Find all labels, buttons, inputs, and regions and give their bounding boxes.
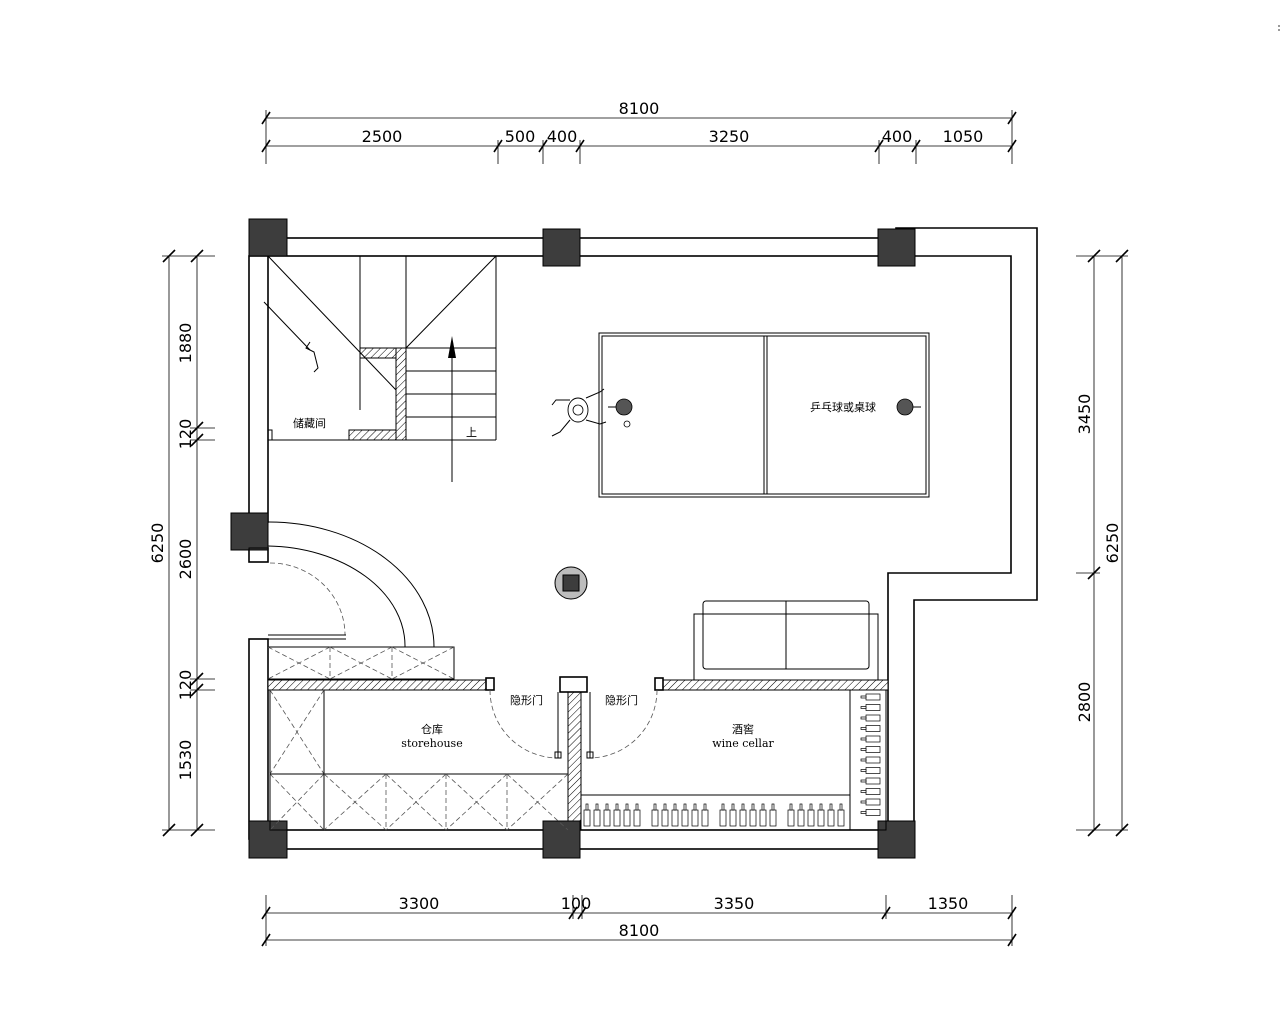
round-column-core	[562, 574, 580, 592]
left-dim-2: 120	[176, 419, 195, 450]
top-dimension-chain: 8100 2500 500 400 3250 400 1050	[261, 99, 1017, 164]
hidden-door-right[interactable]: 隐形门	[586, 689, 658, 759]
wine-bottle-icon	[769, 803, 777, 827]
wine-bottle-icon	[787, 803, 795, 827]
wine-rack-right	[860, 693, 881, 816]
top-dim-5: 400	[882, 127, 913, 146]
top-dim-4: 3250	[709, 127, 750, 146]
bottom-dim-2: 100	[561, 894, 592, 913]
top-dim-2: 500	[505, 127, 536, 146]
column-bottom-middle	[542, 820, 581, 859]
wine-bottle-icon	[749, 803, 757, 827]
wine-bottle-icon	[860, 714, 881, 722]
hidden-door-right-label: 隐形门	[605, 693, 638, 707]
wine-bottle-icon	[860, 704, 881, 711]
wine-bottle-icon	[759, 803, 767, 827]
wine-bottle-icon	[827, 803, 835, 827]
wine-bottle-icon	[860, 756, 881, 764]
wine-bottle-icon	[837, 803, 845, 827]
wine-bottle-icon	[860, 693, 881, 701]
hidden-door-left[interactable]: 隐形门	[489, 689, 562, 759]
sofa	[693, 600, 879, 681]
hidden-door-left-label: 隐形门	[510, 693, 543, 707]
ping-pong-table: 乒乓球或桌球	[551, 332, 930, 498]
left-dimension-chain: 6250 1880 120 2600 120 1530	[148, 249, 215, 837]
wine-bottle-icon	[603, 803, 611, 827]
wine-bottle-icon	[860, 725, 881, 732]
wine-bottle-icon	[860, 767, 881, 774]
top-dim-3: 400	[547, 127, 578, 146]
bottom-total-dim: 8100	[619, 921, 660, 940]
column-left-middle	[230, 512, 269, 551]
player-figure-icon	[551, 388, 607, 437]
bottom-dim-3: 3350	[714, 894, 755, 913]
storehouse-lower-shelves	[323, 773, 569, 831]
storehouse-en-label: storehouse	[401, 737, 462, 750]
bottom-dimension-chain: 3300 100 3350 1350 8100	[261, 894, 1017, 947]
paddle-left-icon	[608, 398, 633, 428]
wine-bottle-icon	[671, 803, 679, 827]
paddle-right-icon	[896, 398, 921, 416]
wine-bottle-icon	[860, 809, 881, 816]
bottom-dim-4: 1350	[928, 894, 969, 913]
wine-bottle-icon	[860, 777, 881, 785]
column-top-right	[877, 228, 916, 267]
wine-bottle-icon	[729, 803, 737, 827]
outer-walls	[248, 227, 1038, 850]
column-bottom-left	[248, 820, 288, 859]
structural-columns	[230, 218, 916, 859]
wine-bottle-icon	[797, 803, 805, 827]
wine-bottle-icon	[633, 803, 641, 827]
right-dim-1: 3450	[1075, 394, 1094, 435]
left-dim-5: 1530	[176, 740, 195, 781]
ping-pong-label: 乒乓球或桌球	[810, 400, 876, 414]
top-dim-1: 2500	[362, 127, 403, 146]
wine-bottle-icon	[651, 803, 659, 827]
wine-bottle-icon	[860, 788, 881, 795]
left-total-dim: 6250	[148, 523, 167, 564]
wine-bottle-icon	[860, 735, 881, 743]
right-dim-2: 2800	[1075, 682, 1094, 723]
staircase: 上 储藏间	[263, 255, 497, 482]
wine-cellar-room: 酒窖 wine cellar	[580, 689, 887, 831]
storehouse-cn-label: 仓库	[421, 722, 443, 736]
curved-ramp	[248, 521, 435, 648]
wine-bottle-icon	[817, 803, 825, 827]
wine-bottle-icon	[623, 803, 631, 827]
wine-bottle-icon	[739, 803, 747, 827]
column-bottom-right	[877, 820, 916, 859]
wine-bottle-icon	[691, 803, 699, 827]
storehouse-room: 仓库 storehouse	[269, 689, 569, 831]
top-segment-ticks	[261, 139, 1017, 164]
wine-rack-bottom	[583, 803, 845, 827]
top-total-dim: 8100	[619, 99, 660, 118]
wine-bottle-icon	[593, 803, 601, 827]
wine-bottle-icon	[681, 803, 689, 827]
wine-bottle-icon	[860, 798, 881, 806]
wine-bottle-icon	[719, 803, 727, 827]
wine-cellar-cn-label: 酒窖	[732, 722, 754, 736]
wine-cellar-en-label: wine cellar	[712, 737, 774, 750]
wine-bottle-icon	[701, 803, 709, 827]
left-dim-3: 2600	[176, 539, 195, 580]
storage-closet-label: 储藏间	[293, 416, 326, 430]
right-total-dim: 6250	[1103, 523, 1122, 564]
column-top-middle	[542, 228, 581, 267]
top-dim-6: 1050	[943, 127, 984, 146]
corner-mark	[1278, 25, 1280, 31]
right-dimension-chain: 3450 2800 6250	[1075, 249, 1129, 837]
shelving-upper	[267, 646, 455, 680]
bottom-dim-1: 3300	[399, 894, 440, 913]
column-top-left	[248, 218, 288, 257]
stair-up-label: 上	[466, 426, 477, 439]
left-dim-4: 120	[176, 670, 195, 701]
wine-bottle-icon	[613, 803, 621, 827]
wine-bottle-icon	[860, 746, 881, 753]
wine-bottle-icon	[807, 803, 815, 827]
wine-bottle-icon	[583, 803, 591, 827]
left-dim-1: 1880	[176, 323, 195, 364]
wine-bottle-icon	[661, 803, 669, 827]
